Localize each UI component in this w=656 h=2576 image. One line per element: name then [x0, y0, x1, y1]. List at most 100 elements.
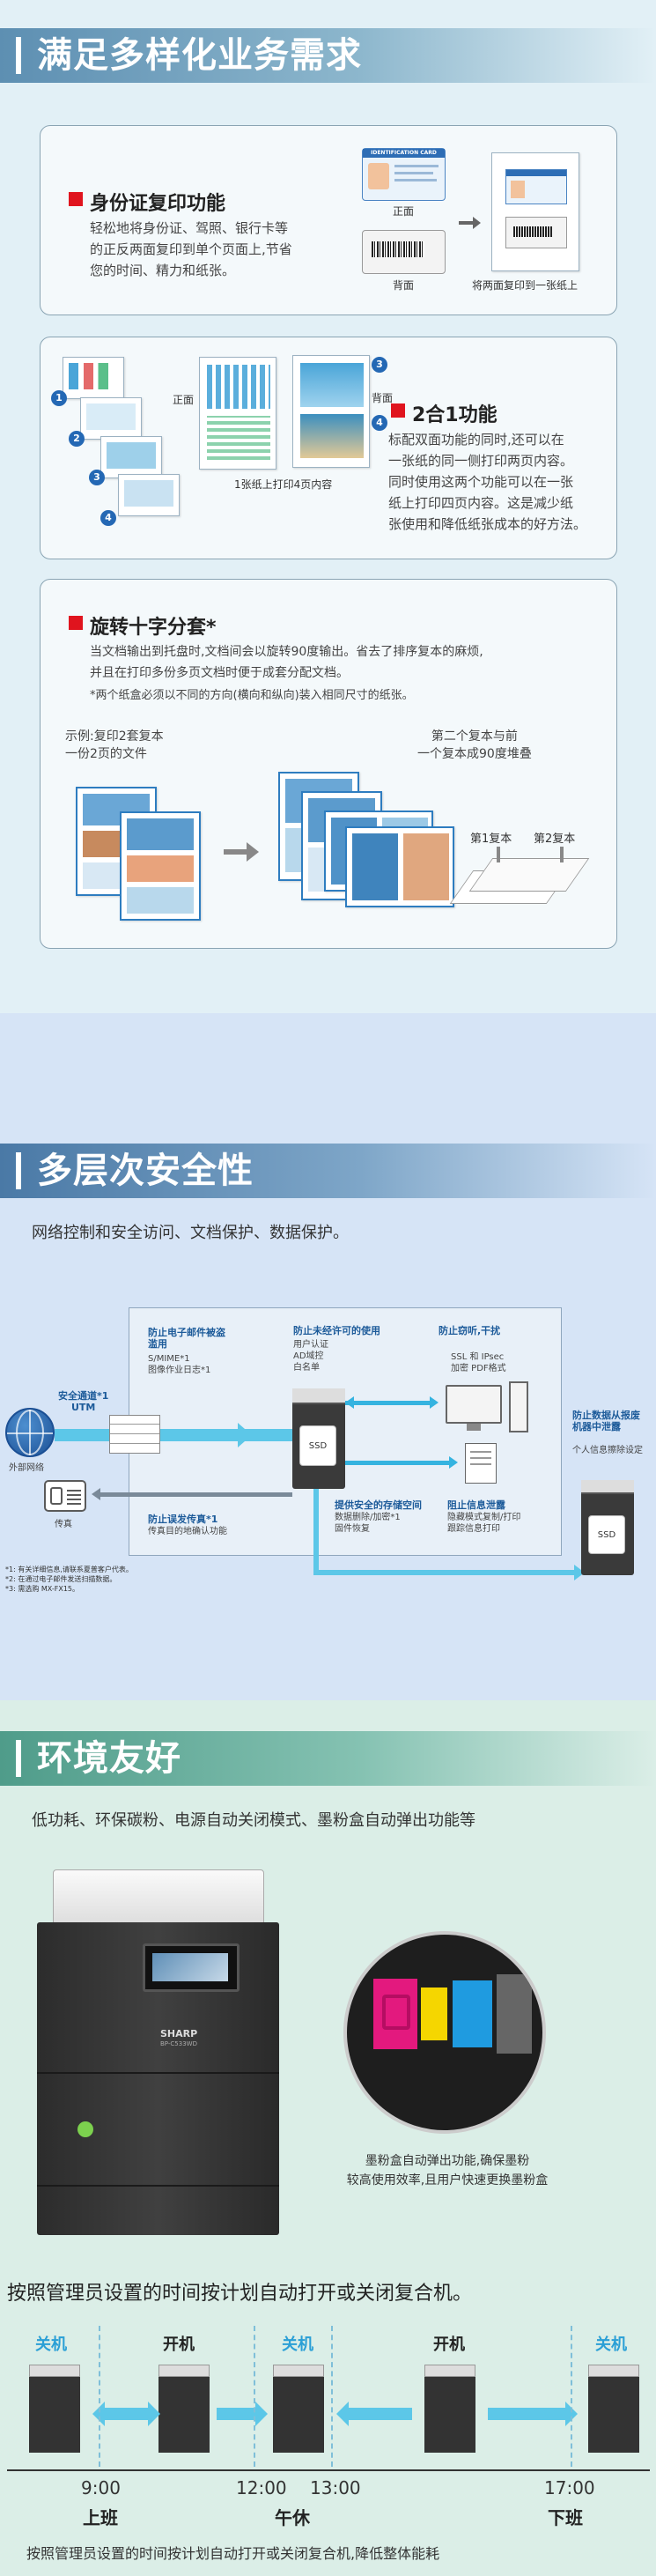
result-paper	[491, 152, 579, 271]
toner-caption-line: 较高使用效率,且用户快速更换墨粉盒	[346, 2173, 549, 2187]
time-label: 17:00	[544, 2477, 595, 2498]
id-card-header: IDENTIFICATION CARD	[363, 149, 445, 158]
two-in-one-title: 2合1功能	[391, 399, 498, 427]
flow-arrow	[313, 1489, 319, 1575]
period-label: 下班	[548, 2507, 583, 2528]
mfp-disposal-icon: SSD	[581, 1480, 634, 1575]
result-caption-line: 一个复本成90度堆叠	[417, 747, 532, 761]
step-number-4: 4	[372, 415, 387, 431]
two-in-one-desc-line: 标配双面功能的同时,还可以在	[388, 432, 564, 448]
flow-arrow	[160, 1429, 292, 1441]
timeline-off-label: 关机	[282, 2335, 313, 2354]
rotate-sort-desc-line: 并且在打印多份多页文档时便于成套分配文档。	[90, 666, 349, 680]
double-arrow-icon	[217, 2408, 257, 2420]
mfp-off-icon	[588, 2365, 639, 2453]
barcode-icon	[372, 241, 424, 257]
doc-page-2	[120, 811, 201, 921]
fax-label: 传真	[55, 1520, 72, 1529]
two-in-one-result-label: 1张纸上打印4页内容	[234, 478, 333, 491]
double-arrow-icon	[488, 2408, 567, 2420]
flow-arrow	[95, 1492, 292, 1497]
step-number-1: 1	[51, 390, 67, 406]
unauth-title: 防止未经许可的使用	[293, 1325, 380, 1336]
page-thumb	[80, 397, 142, 440]
card-id-copy: 身份证复印功能 轻松地将身份证、驾照、银行卡等 的正反两面复印到单个页面上,节省…	[40, 125, 617, 315]
id-copy-desc-line: 的正反两面复印到单个页面上,节省	[90, 241, 292, 257]
mfp-center-icon: SSD	[292, 1388, 345, 1489]
example-caption-line: 一份2页的文件	[65, 747, 147, 761]
id-card-back	[362, 230, 446, 274]
id-copy-desc-line: 轻松地将身份证、驾照、银行卡等	[90, 220, 289, 236]
external-network-label: 外部网络	[9, 1463, 44, 1473]
period-label: 上班	[83, 2507, 118, 2528]
eco-subtitle: 低功耗、环保碳粉、电源自动关闭模式、墨粉盒自动弹出功能等	[32, 1811, 475, 1830]
section-title-eco: 环境友好	[0, 1731, 656, 1786]
flow-arrow	[345, 1461, 453, 1465]
copy-2-label: 第2复本	[534, 833, 576, 846]
step-number-2: 2	[69, 431, 85, 447]
leak-title: 阻止信息泄露	[447, 1499, 505, 1511]
mfp-off-icon	[273, 2365, 324, 2453]
two-in-one-desc-line: 张使用和降低纸张成本的好方法。	[388, 516, 587, 532]
time-label: 13:00	[310, 2477, 361, 2498]
globe-icon	[5, 1408, 55, 1457]
leak-items: 隐藏模式复制/打印 跟踪信息打印	[447, 1513, 521, 1534]
mfp-on-icon	[158, 2365, 210, 2453]
id-copy-desc: 轻松地将身份证、驾照、银行卡等 的正反两面复印到单个页面上,节省 您的时间、精力…	[90, 218, 292, 281]
flow-arrow	[345, 1401, 433, 1405]
page-thumb	[63, 357, 124, 399]
two-in-one-front-label: 正面	[173, 394, 195, 406]
toner-caption-line: 墨粉盒自动弹出功能,确保墨粉	[365, 2154, 530, 2168]
storage-title: 提供安全的存储空间	[335, 1499, 422, 1511]
two-in-one-desc: 标配双面功能的同时,还可以在 一张纸的同一侧打印两页内容。 同时使用这两个功能可…	[388, 429, 586, 535]
footnote: *3: 需选购 MX-FX15。	[5, 1585, 80, 1593]
id-result-label: 将两面复印到一张纸上	[472, 279, 579, 292]
back-sheet	[292, 355, 370, 468]
card-rotate-sort: 旋转十字分套* 当文档输出到托盘时,文档间会以旋转90度输出。省去了排序复本的麻…	[40, 579, 617, 949]
toner-closeup	[343, 1931, 546, 2134]
time-label: 12:00	[236, 2477, 287, 2498]
timeline-axis	[7, 2469, 650, 2471]
secure-channel-label: 安全通道*1 UTM	[58, 1390, 109, 1413]
security-footnotes: *1: 有关详细信息,请联系夏普客户代表。 *2: 在通过电子邮件发送扫描数据。…	[5, 1565, 133, 1594]
example-caption-line: 示例:复印2套复本	[65, 729, 164, 744]
page-thumb	[118, 474, 180, 516]
cyan-toner-icon	[453, 1980, 492, 2047]
two-in-one-back-label: 背面	[372, 392, 394, 404]
id-copy-title: 身份证复印功能	[69, 188, 225, 216]
rotate-sort-note: *两个纸盒必须以不同的方向(横向和纵向)装入相同尺寸的纸张。	[90, 689, 414, 702]
ssd-icon: SSD	[588, 1515, 625, 1554]
footnote: *2: 在通过电子邮件发送扫描数据。	[5, 1575, 117, 1583]
security-subtitle: 网络控制和安全访问、文档保护、数据保护。	[32, 1224, 349, 1242]
model-label: BP-C533WD	[160, 2040, 197, 2047]
monitor-icon	[446, 1385, 502, 1424]
eavesdrop-title: 防止窃听,干扰	[439, 1325, 501, 1336]
pc-tower-icon	[509, 1381, 528, 1432]
copy-1-label: 第1复本	[470, 833, 512, 846]
eavesdrop-items: SSL 和 IPsec 加密 PDF格式	[451, 1352, 506, 1373]
id-back-label: 背面	[393, 279, 415, 292]
email-protect-title: 防止电子邮件被盗 滥用	[148, 1327, 225, 1350]
flow-arrow	[55, 1429, 109, 1441]
step-number-4: 4	[100, 510, 116, 526]
example-caption: 示例:复印2套复本 一份2页的文件	[65, 728, 164, 763]
schedule-text: 按照管理员设置的时间按计划自动打开或关闭复合机。	[7, 2283, 473, 2305]
yellow-toner-icon	[421, 1988, 447, 2040]
timeline-caption: 按照管理员设置的时间按计划自动打开或关闭复合机,降低整体能耗	[26, 2545, 440, 2562]
rotate-sort-title: 旋转十字分套*	[69, 611, 217, 640]
unauth-items: 用户认证 AD域控 白名单	[293, 1340, 328, 1373]
timeline-off-label: 关机	[595, 2335, 627, 2354]
fax-icon	[44, 1480, 86, 1512]
storage-items: 数据删除/加密*1 固件恢复	[335, 1513, 401, 1534]
card-two-in-one: 2合1功能 标配双面功能的同时,还可以在 一张纸的同一侧打印两页内容。 同时使用…	[40, 337, 617, 559]
misfax-title: 防止误发传真*1	[148, 1514, 218, 1525]
two-in-one-desc-line: 纸上打印四页内容。这是减少纸	[388, 495, 574, 511]
misfax-items: 传真目的地确认功能	[148, 1527, 227, 1536]
front-sheet	[199, 357, 276, 470]
arrow-icon	[224, 849, 248, 855]
result-caption-line: 第二个复本与前	[431, 729, 518, 744]
timeline-on-label: 开机	[433, 2335, 465, 2354]
id-copy-desc-line: 您的时间、精力和纸张。	[90, 263, 236, 278]
two-in-one-desc-line: 一张纸的同一侧打印两页内容。	[388, 453, 574, 469]
footnote: *1: 有关详细信息,请联系夏普客户代表。	[5, 1566, 133, 1573]
